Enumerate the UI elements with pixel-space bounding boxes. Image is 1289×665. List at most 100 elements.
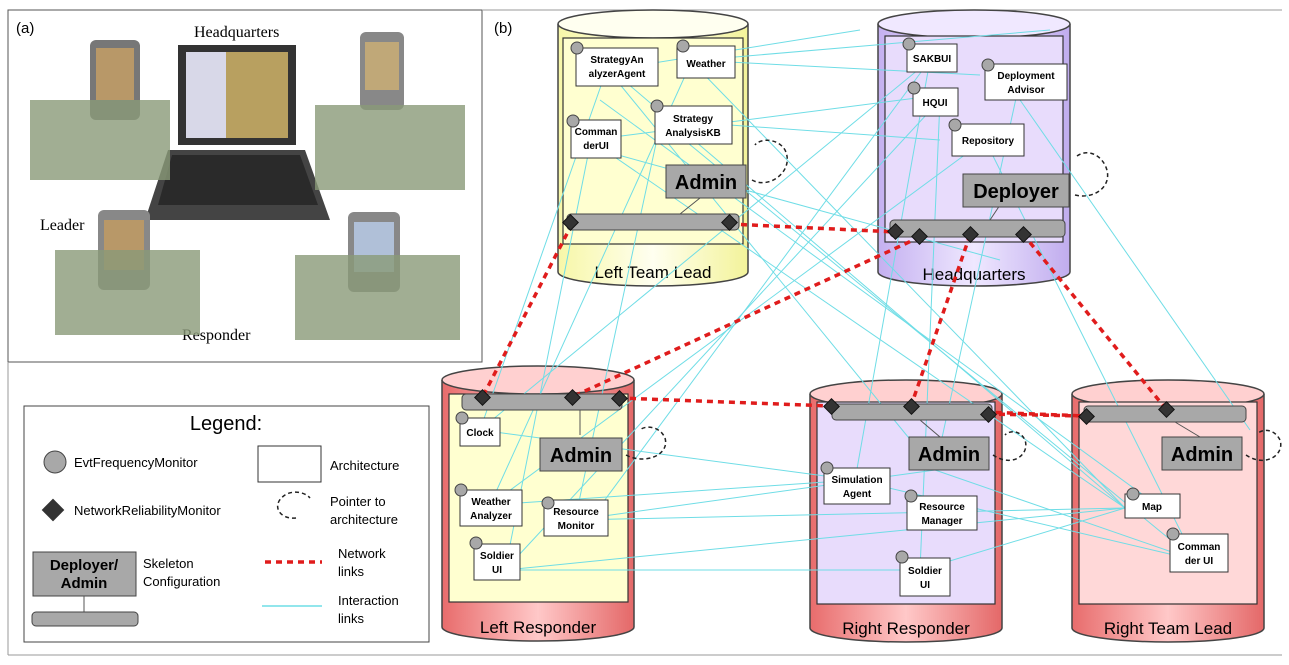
network-monitor-diamond — [903, 398, 920, 415]
svg-text:Resource: Resource — [919, 502, 965, 513]
component-clock: Clock — [459, 417, 501, 447]
svg-text:Monitor: Monitor — [558, 521, 595, 532]
svg-text:alyzerAgent: alyzerAgent — [589, 69, 646, 80]
node-title: Left Responder — [480, 618, 597, 637]
legend-net-label: NetworkReliabilityMonitor — [74, 503, 221, 518]
evt-monitor-circle — [1166, 527, 1180, 541]
network-monitor-diamond — [1158, 401, 1175, 418]
evt-frequency-monitors — [454, 37, 1180, 564]
admin-label: Admin — [550, 445, 612, 467]
svg-text:Clock: Clock — [466, 428, 494, 439]
legend-architecture-box — [257, 445, 322, 483]
svg-text:Configuration: Configuration — [143, 574, 220, 589]
admin-left-team-lead: Admin — [665, 139, 788, 199]
pda-cluster-right — [315, 32, 465, 190]
evt-monitor-circle — [650, 99, 664, 113]
evt-monitor-circle — [907, 81, 921, 95]
evt-monitor-circle — [455, 411, 469, 425]
svg-text:Soldier: Soldier — [480, 551, 514, 562]
component-deployment-advisor: Deployment Advisor — [984, 63, 1068, 101]
pointer-arrow — [751, 139, 788, 184]
component-commander-ui-left: Comman derUI — [570, 119, 622, 159]
panel-b-label: (b) — [494, 20, 512, 37]
legend-frame — [23, 405, 430, 643]
pointer-arrow — [1074, 152, 1109, 197]
component-strategy-analyzer-agent: StrategyAn alyzerAgent — [575, 47, 659, 87]
evt-monitor-circle — [570, 41, 584, 55]
svg-text:Soldier: Soldier — [908, 566, 942, 577]
svg-text:Resource: Resource — [553, 507, 599, 518]
pda-cluster-leader — [55, 210, 200, 335]
component-sakbui: SAKBUI — [906, 43, 958, 73]
component-resource-monitor: Resource Monitor — [543, 499, 609, 537]
svg-text:AnalysisKB: AnalysisKB — [665, 128, 721, 139]
svg-text:Admin: Admin — [61, 575, 108, 592]
svg-text:links: links — [338, 564, 365, 579]
component-weather-analyzer: Weather Analyzer — [459, 489, 523, 527]
evt-monitor-circle — [469, 536, 483, 550]
evt-monitor-circle — [895, 550, 909, 564]
laptop-illustration — [145, 45, 330, 220]
evt-monitor-circle — [820, 461, 834, 475]
evt-monitor-circle — [566, 114, 580, 128]
network-monitor-diamond — [564, 389, 581, 406]
component-soldier-ui-right: Soldier UI — [899, 557, 951, 597]
pointer-arrow — [992, 430, 1027, 461]
evt-monitor-circle — [454, 483, 468, 497]
evt-monitor-circle — [541, 496, 555, 510]
component-soldier-ui-left: Soldier UI — [473, 543, 521, 581]
node-title: Headquarters — [922, 265, 1025, 284]
deployer-label: Deployer — [973, 181, 1059, 203]
network-monitor-diamond — [887, 223, 904, 240]
admin-label: Admin — [1171, 444, 1233, 466]
evt-monitor-circle — [904, 489, 918, 503]
svg-text:Repository: Repository — [962, 136, 1015, 147]
legend-title: Legend: — [190, 413, 262, 435]
evt-monitor-circle — [948, 118, 962, 132]
evt-monitor-circle — [981, 58, 995, 72]
pda-cluster-left — [30, 40, 170, 180]
evt-monitor-circle — [676, 39, 690, 53]
svg-text:Manager: Manager — [921, 516, 962, 527]
svg-text:HQUI: HQUI — [923, 98, 948, 109]
svg-text:der UI: der UI — [1185, 556, 1214, 567]
svg-text:Interaction: Interaction — [338, 593, 399, 608]
legend-evt-label: EvtFrequencyMonitor — [74, 455, 198, 470]
svg-text:Advisor: Advisor — [1007, 85, 1044, 96]
legend-architecture-label: Architecture — [330, 458, 399, 473]
legend: Legend: EvtFrequencyMonitor NetworkRelia… — [23, 405, 430, 643]
legend-pointer-icon — [276, 491, 311, 519]
svg-text:Deployment: Deployment — [997, 71, 1055, 82]
admin-right-team-lead: Admin — [1161, 429, 1282, 471]
component-resource-manager: Resource Manager — [906, 495, 978, 531]
network-monitor-diamond — [823, 398, 840, 415]
network-monitor-diamond — [611, 390, 628, 407]
component-simulation-agent: Simulation Agent — [823, 467, 891, 505]
headquarters-caption: Headquarters — [194, 24, 279, 41]
evt-monitor-circle — [902, 37, 916, 51]
svg-text:Analyzer: Analyzer — [470, 511, 512, 522]
node-title: Right Responder — [842, 619, 970, 638]
svg-text:UI: UI — [920, 580, 930, 591]
evt-monitor-circle — [1126, 487, 1140, 501]
svg-text:Deployer/: Deployer/ — [50, 557, 119, 574]
component-strategy-analysis-kb: Strategy AnalysisKB — [654, 105, 733, 145]
svg-text:UI: UI — [492, 565, 502, 576]
network-reliability-monitors — [474, 214, 1175, 425]
svg-text:Simulation: Simulation — [831, 475, 882, 486]
network-links — [480, 222, 1168, 418]
admin-right-responder: Admin — [908, 430, 1027, 471]
svg-text:architecture: architecture — [330, 512, 398, 527]
network-monitor-diamond — [721, 214, 738, 231]
network-monitor-diamond — [962, 226, 979, 243]
svg-text:Strategy: Strategy — [673, 114, 713, 125]
panel-a-label: (a) — [16, 20, 34, 37]
svg-text:Map: Map — [1142, 502, 1162, 513]
svg-text:Agent: Agent — [843, 489, 872, 500]
component-commander-ui-right: Comman der UI — [1169, 533, 1229, 573]
legend-skeleton-box — [32, 551, 137, 597]
node-title: Left Team Lead — [595, 263, 712, 282]
svg-text:links: links — [338, 611, 365, 626]
svg-text:Weather: Weather — [471, 497, 510, 508]
